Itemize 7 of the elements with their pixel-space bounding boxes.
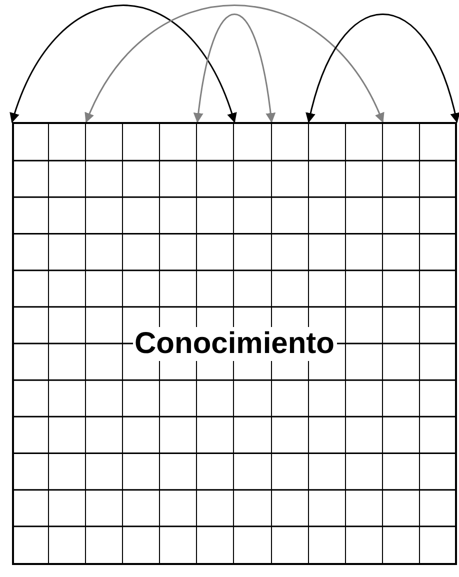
- grid: [12, 122, 457, 565]
- curved-arrow: [306, 14, 459, 123]
- grid-title: Conocimiento: [132, 326, 336, 360]
- curved-arrow: [194, 14, 276, 123]
- curved-arrow: [85, 4, 384, 123]
- grid-column: [12, 124, 50, 563]
- curved-arrow: [10, 4, 236, 123]
